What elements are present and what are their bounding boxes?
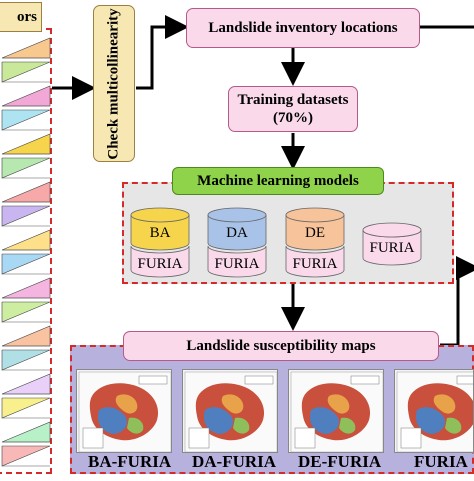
map-image (78, 371, 171, 452)
factor-swatch (1, 253, 51, 275)
model-cylinder: FURIA (362, 222, 422, 266)
model-name-label: DA (226, 225, 248, 241)
cylinder-model-cap (207, 207, 267, 223)
training-percent: (70%) (273, 110, 313, 126)
model-name-label: DE (305, 225, 325, 241)
factors-title: ors (0, 2, 42, 32)
furia-label: FURIA (137, 256, 182, 272)
susceptibility-map-thumbnail (76, 369, 172, 453)
furia-label: FURIA (369, 240, 414, 256)
ml-models-title: Machine learning models (172, 167, 384, 195)
factor-swatch (1, 349, 51, 371)
factor-swatch (1, 109, 51, 131)
factor-swatch (1, 157, 51, 179)
model-cylinder: DA FURIA (207, 207, 267, 278)
susceptibility-label: Landslide susceptibility maps (186, 337, 376, 354)
furia-label: FURIA (292, 256, 337, 272)
susceptibility-map-thumbnail (182, 369, 278, 453)
map-image (184, 371, 277, 452)
map-label: DE-FURIA (298, 452, 382, 471)
cylinder-model-body (207, 214, 267, 251)
cylinder-furia-body (285, 245, 345, 278)
susceptibility-map-thumbnail (394, 369, 474, 453)
training-box: Training datasets (70%) (228, 86, 358, 132)
cylinder-model-body (130, 214, 190, 251)
model-cylinder: BA FURIA (130, 207, 190, 278)
factor-swatch (1, 205, 51, 227)
susceptibility-map-thumbnail (288, 369, 384, 453)
cylinder-furia-body (207, 245, 267, 278)
training-label: Training datasets (237, 92, 349, 108)
inventory-label: Landslide inventory locations (208, 19, 398, 36)
ml-models-label: Machine learning models (197, 172, 359, 189)
map-label: DA-FURIA (192, 452, 277, 471)
factor-swatch (1, 397, 51, 419)
factors-panel (0, 28, 52, 474)
map-image (290, 371, 383, 452)
model-cylinder: DE FURIA (285, 207, 345, 278)
factor-swatches (1, 37, 51, 467)
furia-label: FURIA (214, 256, 259, 272)
cylinder-model-cap (130, 207, 190, 223)
map-image (396, 371, 473, 452)
factor-swatch (1, 445, 51, 467)
factor-swatch (1, 61, 51, 83)
factor-swatch (1, 301, 51, 323)
map-label: FURIA (414, 452, 468, 471)
cylinder-model-body (285, 214, 345, 251)
model-name-label: BA (150, 225, 171, 241)
susceptibility-box: Landslide susceptibility maps (123, 331, 439, 361)
check-multicollinearity-box: Check multicollinearity (93, 5, 135, 162)
cylinder-furia-cap (362, 222, 422, 238)
arrow-check-to-inventory (136, 15, 189, 90)
cylinder-model-cap (285, 207, 345, 223)
inventory-box: Landslide inventory locations (186, 8, 420, 48)
map-label: BA-FURIA (88, 452, 172, 471)
cylinder-furia-body (130, 245, 190, 278)
